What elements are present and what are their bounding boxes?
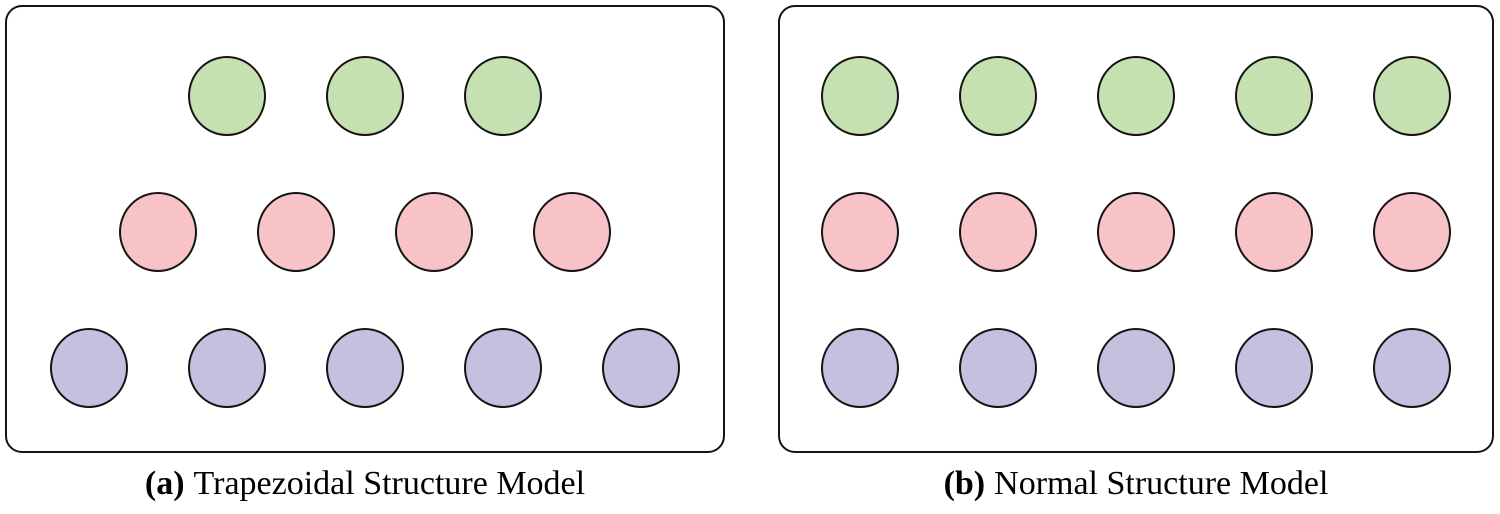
pink-node-circle — [1097, 192, 1175, 272]
pink-node-circle — [1373, 192, 1451, 272]
pink-node-circle — [395, 192, 473, 272]
green-node-circle — [959, 56, 1037, 136]
purple-node-circle — [464, 328, 542, 408]
pink-node-circle — [821, 192, 899, 272]
green-node-circle — [188, 56, 266, 136]
purple-node-circle — [326, 328, 404, 408]
caption-trapezoidal: (a)Trapezoidal Structure Model — [145, 464, 585, 504]
caption-normal: (b)Normal Structure Model — [944, 464, 1329, 504]
purple-node-circle — [602, 328, 680, 408]
pink-node-circle — [533, 192, 611, 272]
green-node-circle — [464, 56, 542, 136]
pink-node-circle — [1235, 192, 1313, 272]
green-node-circle — [821, 56, 899, 136]
caption-label-b: (b) — [943, 465, 986, 502]
purple-node-circle — [959, 328, 1037, 408]
purple-node-circle — [1097, 328, 1175, 408]
panel-column-trapezoidal: (a)Trapezoidal Structure Model — [5, 5, 725, 504]
pink-node-circle — [119, 192, 197, 272]
pink-node-circle — [257, 192, 335, 272]
green-node-circle — [326, 56, 404, 136]
green-node-circle — [1373, 56, 1451, 136]
trapezoidal-structure-panel — [5, 5, 725, 453]
caption-text-trapezoidal: Trapezoidal Structure Model — [193, 465, 586, 502]
purple-node-circle — [821, 328, 899, 408]
green-node-circle — [1235, 56, 1313, 136]
caption-text-normal: Normal Structure Model — [994, 465, 1329, 502]
node-row-pink — [821, 192, 1451, 272]
purple-node-circle — [1373, 328, 1451, 408]
pink-node-circle — [959, 192, 1037, 272]
normal-structure-panel — [778, 5, 1494, 453]
node-row-purple — [821, 328, 1451, 408]
purple-node-circle — [1235, 328, 1313, 408]
caption-label-a: (a) — [144, 465, 185, 502]
purple-node-circle — [188, 328, 266, 408]
node-row-purple — [50, 328, 680, 408]
purple-node-circle — [50, 328, 128, 408]
node-row-green — [188, 56, 542, 136]
node-row-pink — [119, 192, 611, 272]
node-row-green — [821, 56, 1451, 136]
green-node-circle — [1097, 56, 1175, 136]
panel-column-normal: (b)Normal Structure Model — [778, 5, 1494, 504]
